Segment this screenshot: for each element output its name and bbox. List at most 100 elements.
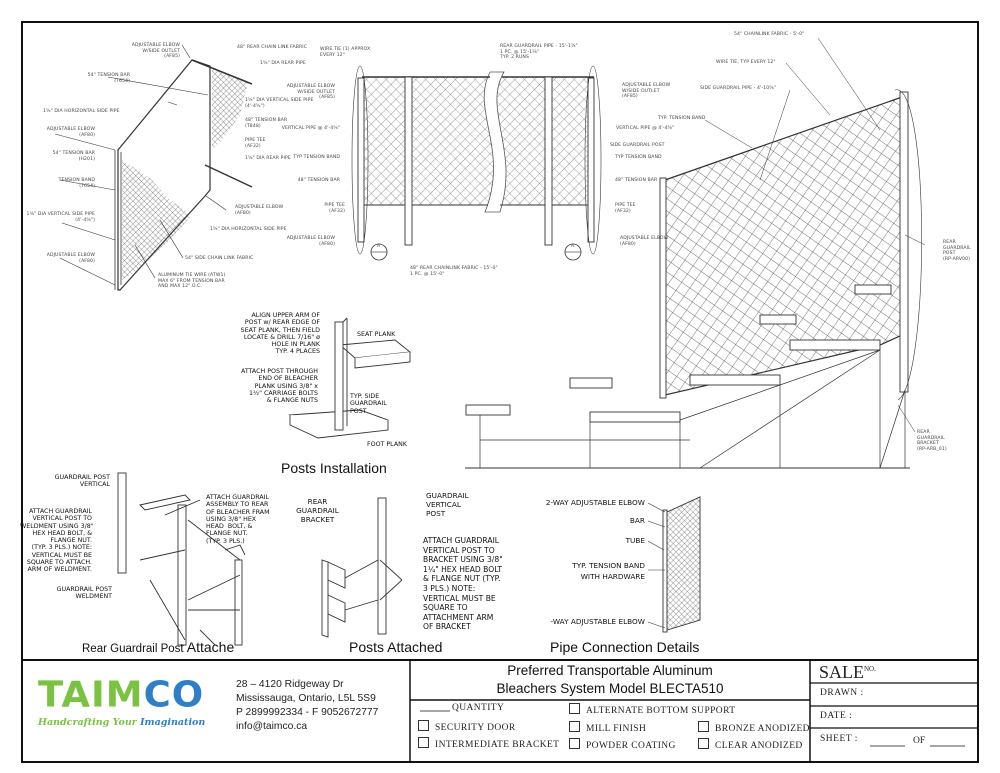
option-security-door[interactable]: SECURITY DOOR <box>418 720 516 733</box>
rear-guardrail-post-drawing <box>117 472 246 646</box>
option-mill-finish[interactable]: MILL FINISH <box>569 721 646 734</box>
label-right-vertical-pipe: VERTICAL PIPE @ 4'-4⅝" <box>616 126 675 131</box>
sale-text: SALE <box>819 662 864 682</box>
label-rear-fabric: 48" REAR CHAIN LINK FABRIC <box>237 45 308 50</box>
label-rear-pipe: 1⅝" DIA REAR PIPE <box>260 61 306 66</box>
label-pipe-tee: PIPE TEE (AF32) <box>245 138 266 149</box>
date-label: DATE : <box>820 711 853 721</box>
option-label: MILL FINISH <box>586 724 647 734</box>
label-left-pipe-tee: PIPE TEE (AF32) <box>324 203 345 214</box>
note-attach-bracket: ATTACH GUARDRAIL VERTICAL POST TO BRACKE… <box>423 536 503 632</box>
checkbox[interactable] <box>569 703 580 714</box>
logo-tagline-b: Imagination <box>140 717 206 728</box>
label-rear-guardrail-bracket: REAR GUARDRAIL BRACKET (RP-ARB_01) <box>917 430 947 452</box>
label-chainlink-fabric-54: 54" CHAINLINK FABRIC - 5'-0" <box>734 32 805 37</box>
label-right-adjustable-elbow: ADJUSTABLE ELBOW (AF80) <box>620 236 669 247</box>
of-label: OF <box>913 736 926 746</box>
note-way-elbow: -WAY ADJUSTABLE ELBOW <box>550 617 646 626</box>
label-side-fabric: 54" SIDE CHAIN LINK FABRIC <box>185 256 254 261</box>
sheet-label: SHEET : <box>820 734 858 744</box>
note-attach-post: ATTACH POST THROUGH END OF BLEACHER PLAN… <box>241 368 318 405</box>
option-label: BRONZE ANODIZED <box>715 724 810 734</box>
caption-part-a: Rear Guardrail Post <box>82 643 184 655</box>
label-wire-tie-typ: WIRE TIE, TYP EVERY 12" <box>716 60 776 65</box>
label-tension-band: TENSION BAND (T654) <box>58 178 95 189</box>
label-adjustable-elbow: ADJUSTABLE ELBOW (AF80) <box>46 127 95 138</box>
option-label: CLEAR ANODIZED <box>715 741 803 751</box>
address-email[interactable]: info@taimco.ca <box>236 721 308 732</box>
caption-posts-attached: Posts Attached <box>349 639 443 655</box>
label-rear-guardrail-post: REAR GUARDRAIL POST (RP-ARV00) <box>943 240 971 262</box>
label-side-guardrail-pipe: SIDE GUARDRAIL PIPE - 4'-10⅝" <box>700 86 777 91</box>
label-right-pipe-tee: PIPE TEE (AF32) <box>615 203 636 214</box>
label-adjustable-elbow-right: ADJUSTABLE ELBOW (AF80) <box>235 205 284 216</box>
note-side-guardrail-post: TYP. SIDE GUARDRAIL POST <box>350 393 387 415</box>
label-tie-wire: ALUMINUM TIE WIRE (ATW1) MAX 6" FROM TEN… <box>158 273 226 290</box>
title-line-1: Preferred Transportable Aluminum <box>507 663 713 678</box>
checkbox[interactable] <box>418 737 429 748</box>
label-right-elbow-side-outlet: ADJUSTABLE ELBOW W/SIDE OUTLET (AF85) <box>622 83 671 100</box>
section-mark-right: A <box>571 244 575 249</box>
address-city: Mississauga, Ontario, L5L 5S9 <box>236 693 376 704</box>
caption-part-b: Attache <box>186 639 235 655</box>
logo-tagline-a: Handcrafting Your <box>38 717 137 728</box>
label-rear-guardrail-pipe: REAR GUARDRAIL PIPE - 15'-1⅝" 1 PC. @ 15… <box>500 44 578 61</box>
note-attach-assembly: ATTACH GUARDRAIL ASSEMBLY TO REAR OF BLE… <box>206 494 270 545</box>
caption-pipe-connection: Pipe Connection Details <box>550 639 700 655</box>
side-guardrail-isometric <box>54 44 253 291</box>
note-tension-band: TYP. TENSION BAND WITH HARDWARE <box>572 561 645 581</box>
drawn-label: DRAWN : <box>820 688 864 698</box>
label-left-tension-band: TYP TENSION BAND <box>293 155 340 160</box>
option-label: SECURITY DOOR <box>435 723 516 733</box>
caption-rear-guardrail-post: Rear Guardrail Post Attache <box>82 639 234 655</box>
label-vertical-side-pipe: 1⅝" DIA VERTICAL SIDE PIPE (4'-4⅝") <box>26 212 95 223</box>
sale-label: SALENO. <box>819 662 876 683</box>
label-left-adjustable-elbow: ADJUSTABLE ELBOW (AF80) <box>286 236 335 247</box>
label-tension-bar-54: 54" TENSION BAR (T654) <box>87 73 130 84</box>
logo-text-green: TAIM <box>38 674 144 715</box>
label-right-tension-bar: 48" TENSION BAR <box>615 178 658 183</box>
option-label: ALTERNATE BOTTOM SUPPORT <box>586 706 736 716</box>
label-adjustable-elbow-bottom: ADJUSTABLE ELBOW (AF80) <box>46 253 95 264</box>
address-street: 28 – 4120 Ridgeway Dr <box>236 679 344 690</box>
note-align-upper-arm: ALIGN UPPER ARM OF POST w/ REAR EDGE OF … <box>240 312 320 356</box>
option-alternate-bottom-support[interactable]: ALTERNATE BOTTOM SUPPORT <box>569 703 735 716</box>
company-address: 28 – 4120 Ridgeway Dr Mississauga, Ontar… <box>236 678 378 734</box>
company-logo: TAIMCO Handcrafting Your Imagination <box>38 676 205 728</box>
checkbox[interactable] <box>569 738 580 749</box>
quantity-label: QUANTITY <box>452 703 505 713</box>
label-left-vertical-pipe: VERTICAL PIPE @ 4'-4⅝" <box>281 126 340 131</box>
label-horizontal-side-pipe: 1⅝" DIA HORIZONTAL SIDE PIPE <box>43 109 120 114</box>
checkbox[interactable] <box>698 738 709 749</box>
label-left-tension-bar: 48" TENSION BAR <box>297 178 340 183</box>
checkbox[interactable] <box>698 721 709 732</box>
note-guardrail-post-vertical: GUARDRAIL POST VERTICAL <box>54 474 110 489</box>
label-rear-chainlink-fabric: 48" REAR CHAINLINK FABRIC - 15'-0" 1 PC.… <box>410 266 498 277</box>
section-mark-left: A <box>377 244 381 249</box>
note-attach-weldment: ATTACH GUARDRAIL VERTICAL POST TO WELDME… <box>20 508 94 574</box>
option-label: INTERMEDIATE BRACKET <box>435 740 560 750</box>
option-clear-anodized[interactable]: CLEAR ANODIZED <box>698 738 803 751</box>
checkbox[interactable] <box>569 721 580 732</box>
checkbox[interactable] <box>418 720 429 731</box>
title-block-lines <box>22 659 978 762</box>
label-right-tension-band: TYP TENSION BAND <box>615 155 662 160</box>
sale-no-text: NO. <box>864 665 876 673</box>
label-horizontal-side-pipe-lower: 1⅝" DIA HORIZONTAL SIDE PIPE <box>210 227 287 232</box>
note-guardrail-post-weldment: GUARDRAIL POST WELDMENT <box>56 586 112 601</box>
label-wire-tie: WIRE TIE (1) APPROX EVERY 12" <box>320 47 371 58</box>
bleacher-side-view <box>465 37 926 469</box>
option-intermediate-bracket[interactable]: INTERMEDIATE BRACKET <box>418 737 559 750</box>
note-2way-elbow: 2-WAY ADJUSTABLE ELBOW <box>545 498 645 507</box>
option-powder-coating[interactable]: POWDER COATING <box>569 738 676 751</box>
note-tube: TUBE <box>625 536 645 545</box>
posts-attached-drawing <box>321 497 403 638</box>
label-vertical-side-pipe-right: 1⅝" DIA VERTICAL SIDE PIPE (4'-4⅝") <box>245 98 314 109</box>
address-phone: P 2899992334 - F 9052672777 <box>236 707 379 718</box>
label-left-elbow-side-outlet: ADJUSTABLE ELBOW W/SIDE OUTLET (AF85) <box>286 84 335 101</box>
sheet-border <box>21 21 979 763</box>
caption-posts-installation: Posts Installation <box>281 460 387 476</box>
option-bronze-anodized[interactable]: BRONZE ANODIZED <box>698 721 810 734</box>
